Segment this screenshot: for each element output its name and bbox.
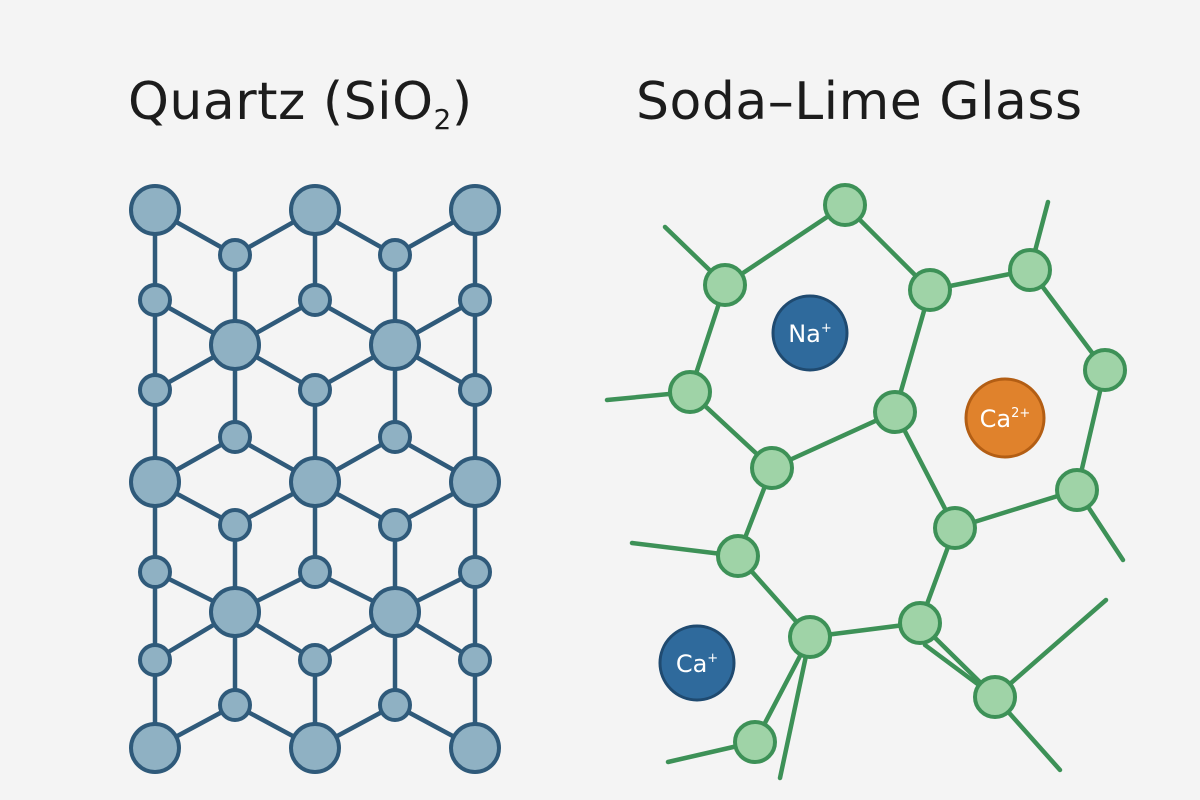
quartz-atom: [378, 238, 412, 272]
soda-lime-glass-title: Soda–Lime Glass: [636, 72, 1083, 132]
sodium-ion-symbol: Na: [788, 320, 821, 348]
calcium-ion-lower-symbol: Ca: [676, 650, 707, 678]
glass-atom: [668, 370, 712, 414]
quartz-atom: [298, 643, 332, 677]
modifier-ions: Na+ Ca2+ Ca+: [658, 294, 1046, 702]
quartz-atom: [138, 643, 172, 677]
glass-network: [604, 183, 1127, 781]
quartz-atom: [458, 555, 492, 589]
quartz-atom: [378, 420, 412, 454]
sodium-ion: Na+: [771, 294, 849, 372]
calcium-ion-symbol: Ca: [980, 405, 1011, 433]
quartz-atom: [449, 456, 501, 508]
svg-text:Na+: Na+: [788, 320, 832, 348]
quartz-atom: [378, 508, 412, 542]
svg-text:Ca+: Ca+: [676, 650, 718, 678]
quartz-atom: [138, 373, 172, 407]
calcium-ion-lower-circle: [658, 624, 736, 702]
quartz-atom: [218, 238, 252, 272]
quartz-atom: [458, 283, 492, 317]
glass-atom: [750, 446, 794, 490]
glass-atom: [823, 183, 867, 227]
glass-atom: [898, 601, 942, 645]
glass-bond: [722, 202, 848, 288]
quartz-atom: [298, 555, 332, 589]
quartz-atom: [129, 456, 181, 508]
quartz-atom: [289, 184, 341, 236]
calcium-ion-circle: [964, 377, 1046, 459]
glass-bond: [769, 409, 898, 471]
glass-atom: [1083, 348, 1127, 392]
quartz-atom: [378, 688, 412, 722]
glass-atoms: [668, 183, 1127, 764]
glass-atom: [933, 506, 977, 550]
quartz-atom: [298, 373, 332, 407]
quartz-title: Quartz (SiO2): [128, 72, 473, 136]
glass-atom: [716, 534, 760, 578]
sodium-ion-charge: +: [821, 321, 832, 336]
quartz-atom: [218, 688, 252, 722]
quartz-atom: [289, 722, 341, 774]
glass-dangling-bond: [992, 597, 1109, 700]
quartz-atom: [218, 420, 252, 454]
calcium-ion: Ca2+: [964, 377, 1046, 459]
quartz-atom: [458, 643, 492, 677]
quartz-atom: [458, 373, 492, 407]
quartz-atom: [218, 508, 252, 542]
glass-atom: [973, 675, 1017, 719]
glass-atom: [733, 720, 777, 764]
quartz-lattice: [129, 184, 501, 774]
quartz-atom: [209, 586, 261, 638]
calcium-ion-lower: Ca+: [658, 624, 736, 702]
quartz-atom: [298, 283, 332, 317]
glass-dangling-bond: [777, 634, 813, 781]
svg-text:Ca2+: Ca2+: [980, 405, 1031, 433]
quartz-atom: [129, 184, 181, 236]
glass-atom: [788, 615, 832, 659]
quartz-atom: [129, 722, 181, 774]
glass-atom: [703, 263, 747, 307]
glass-atom: [908, 268, 952, 312]
quartz-atoms: [129, 184, 501, 774]
calcium-ion-charge: 2+: [1011, 406, 1030, 421]
quartz-atom: [209, 319, 261, 371]
sodium-ion-circle: [771, 294, 849, 372]
quartz-atom: [449, 722, 501, 774]
glass-atom: [1055, 468, 1099, 512]
quartz-atom: [138, 555, 172, 589]
quartz-atom: [289, 456, 341, 508]
quartz-atom: [369, 319, 421, 371]
quartz-atom: [449, 184, 501, 236]
glass-atom: [1008, 248, 1052, 292]
glass-atom: [873, 390, 917, 434]
calcium-ion-lower-charge: +: [707, 651, 718, 666]
quartz-atom: [138, 283, 172, 317]
quartz-atom: [369, 586, 421, 638]
